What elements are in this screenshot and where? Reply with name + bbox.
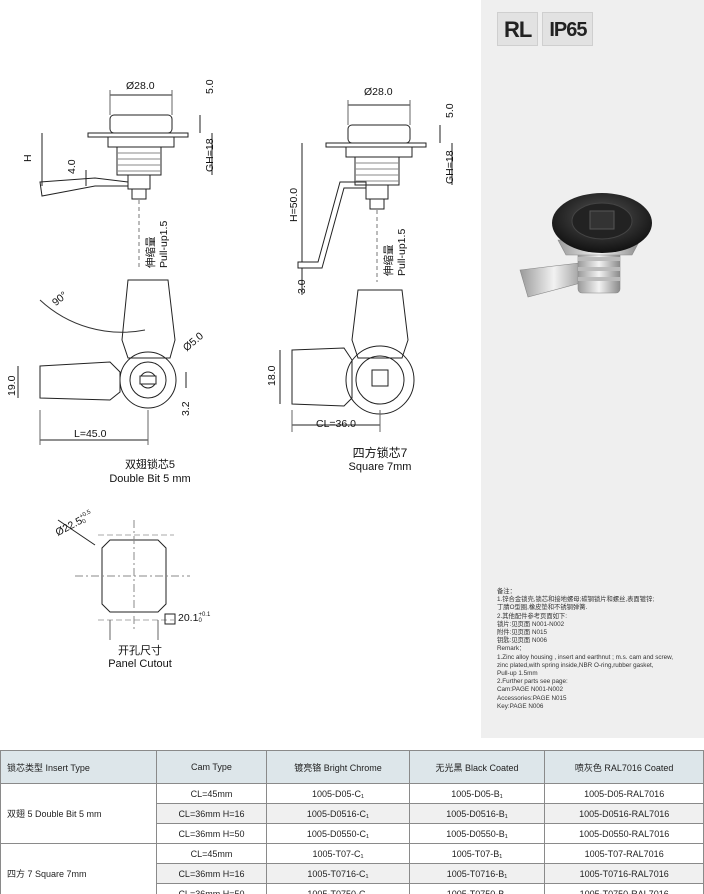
part-number-cell: 1005-D0550-RAL7016 bbox=[544, 823, 704, 844]
tr-pullup-en: Pull-up1.5 bbox=[396, 228, 408, 276]
note-line: 1.Zinc alloy housing , insert and earthn… bbox=[497, 653, 674, 661]
tr-dim-gh: GH=18 bbox=[444, 150, 456, 184]
header-ral7016: 喷灰色 RAL7016 Coated bbox=[544, 750, 704, 784]
note-line: Pull-up 1.5mm bbox=[497, 670, 538, 678]
part-number-cell: 1005-D0516-RAL7016 bbox=[544, 803, 704, 824]
ml-caption-cn: 双翅锁芯5 bbox=[124, 459, 176, 471]
header-insert-type: 锁芯类型 Insert Type bbox=[0, 750, 157, 784]
ml-caption-en: Double Bit 5 mm bbox=[109, 473, 191, 485]
cam-type-cell: CL=45mm bbox=[155, 783, 268, 804]
tr-diameter: Ø28.0 bbox=[364, 86, 393, 98]
ml-dim-19: 19.0 bbox=[6, 375, 18, 396]
cutout-caption-cn: 开孔尺寸 bbox=[118, 645, 162, 657]
note-line: 备注： bbox=[497, 588, 516, 595]
tl-pullup-cn: 伸缩量 bbox=[145, 236, 157, 269]
insert-type-cell: 双翅 5 Double Bit 5 mm bbox=[0, 783, 157, 844]
note-line: 钥匙:见页面 N006 bbox=[497, 637, 548, 645]
part-number-cell: 1005-D05-B₁ bbox=[408, 783, 546, 804]
part-number-cell: 1005-D0550-C₁ bbox=[266, 823, 410, 844]
part-number-cell: 1005-D0516-B₁ bbox=[408, 803, 546, 824]
part-number-cell: 1005-T0716-C₁ bbox=[266, 863, 410, 884]
ml-dim-l45: L=45.0 bbox=[74, 428, 107, 440]
part-number-cell: 1005-T07-C₁ bbox=[266, 843, 410, 864]
cam-type-cell: CL=36mm H=50 bbox=[155, 823, 268, 844]
rl-badge: RL bbox=[497, 12, 539, 46]
tl-pullup-en: Pull-up1.5 bbox=[158, 220, 170, 268]
part-number-cell: 1005-T0750-C₁ bbox=[266, 883, 410, 894]
note-line: Remark： bbox=[497, 645, 526, 653]
ml-dim-32: 3.2 bbox=[180, 401, 192, 416]
header-cam-type: Cam Type bbox=[155, 750, 268, 784]
tl-dim-gh: GH=18 bbox=[204, 138, 216, 172]
part-number-cell: 1005-D0516-C₁ bbox=[266, 803, 410, 824]
note-line: 2.其他配件参考页面如下: bbox=[497, 612, 567, 620]
part-number-cell: 1005-D05-RAL7016 bbox=[544, 783, 704, 804]
tr-dim-3: 3.0 bbox=[296, 279, 308, 294]
technical-drawing bbox=[17, 90, 453, 640]
rating-badges: RL IP65 bbox=[497, 12, 594, 46]
part-number-cell: 1005-T07-RAL7016 bbox=[544, 843, 704, 864]
note-line: 附件:见页面 N015 bbox=[497, 629, 548, 637]
part-number-cell: 1005-D05-C₁ bbox=[266, 783, 410, 804]
cam-type-cell: CL=36mm H=16 bbox=[155, 863, 268, 884]
tl-dim-5: 5.0 bbox=[204, 79, 216, 94]
note-line: Accessories:PAGE N015 bbox=[497, 694, 567, 702]
side-panel bbox=[481, 0, 704, 738]
note-line: Cam:PAGE N001-N002 bbox=[497, 686, 564, 694]
insert-type-cell: 四方 7 Square 7mm bbox=[0, 843, 157, 894]
part-number-cell: 1005-T0716-B₁ bbox=[408, 863, 546, 884]
tr-dim-h50: H=50.0 bbox=[288, 187, 300, 222]
note-line: 1.锌合金锁壳,锁芯和接地螺母;碳钢锁片和螺丝,表面镀锌; bbox=[497, 596, 655, 604]
tl-dim-h: H bbox=[22, 154, 34, 162]
cam-type-cell: CL=36mm H=50 bbox=[155, 883, 268, 894]
cam-type-cell: CL=45mm bbox=[155, 843, 268, 864]
cutout-caption-en: Panel Cutout bbox=[108, 658, 172, 670]
tr-pullup-cn: 伸缩量 bbox=[383, 244, 395, 277]
ip65-badge: IP65 bbox=[542, 12, 594, 46]
tl-diameter: Ø28.0 bbox=[126, 80, 155, 92]
spec-table: 锁芯类型 Insert Type Cam Type 镀亮铬 Bright Chr… bbox=[0, 750, 704, 894]
note-line: 锁片:见页面 N001-N002 bbox=[497, 620, 565, 628]
mr-dim-18: 18.0 bbox=[266, 365, 278, 386]
header-bright-chrome: 镀亮铬 Bright Chrome bbox=[266, 750, 410, 784]
part-number-cell: 1005-T0750-B₁ bbox=[408, 883, 546, 894]
remarks-notes: 备注：1.锌合金锁壳,锁芯和接地螺母;碳钢锁片和螺丝,表面镀锌;丁腈O型圈,橡皮… bbox=[497, 588, 702, 711]
table-header-row: 锁芯类型 Insert Type Cam Type 镀亮铬 Bright Chr… bbox=[0, 750, 704, 784]
tr-dim-5: 5.0 bbox=[444, 103, 456, 118]
mr-caption-cn: 四方锁芯7 bbox=[352, 446, 408, 460]
mr-caption-en: Square 7mm bbox=[348, 461, 412, 473]
part-number-cell: 1005-T0750-RAL7016 bbox=[544, 883, 704, 894]
mr-dim-cl36: CL=36.0 bbox=[316, 418, 356, 430]
note-line: 2.Further parts see page: bbox=[497, 678, 568, 686]
part-number-cell: 1005-D0550-B₁ bbox=[408, 823, 546, 844]
part-number-cell: 1005-T0716-RAL7016 bbox=[544, 863, 704, 884]
part-number-cell: 1005-T07-B₁ bbox=[408, 843, 546, 864]
product-photo bbox=[519, 193, 652, 298]
note-line: Key:PAGE N006 bbox=[497, 702, 544, 710]
cam-type-cell: CL=36mm H=16 bbox=[155, 803, 268, 824]
tl-dim-4: 4.0 bbox=[66, 159, 78, 174]
note-line: zinc plated,with spring inside,NBR O-rin… bbox=[497, 661, 654, 669]
note-line: 丁腈O型圈,橡皮垫和不锈钢弹簧. bbox=[497, 604, 588, 612]
header-black-coated: 无光黑 Black Coated bbox=[408, 750, 546, 784]
